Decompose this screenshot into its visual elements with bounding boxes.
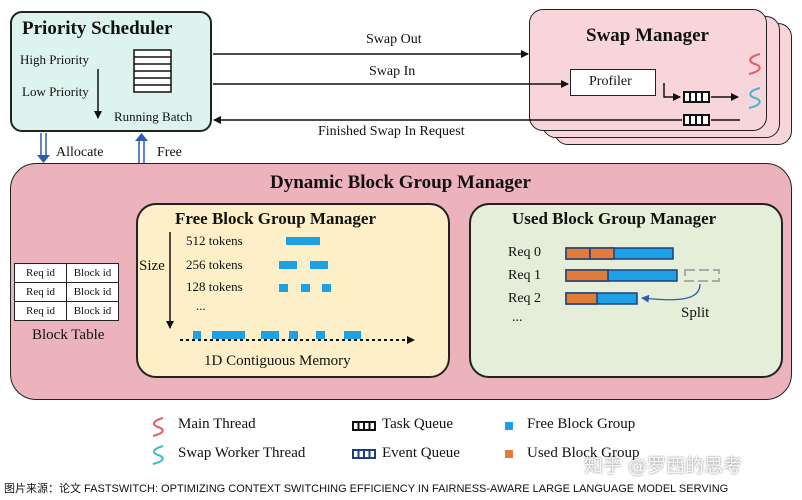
split-arrow	[641, 283, 701, 303]
free-block-128	[301, 284, 310, 292]
req-1-label: Req 1	[508, 268, 542, 283]
free-block-group-manager-box	[136, 203, 450, 378]
req-1-split-placeholder	[684, 269, 720, 282]
low-priority-label: Low Priority	[22, 84, 89, 99]
req-more-label: ...	[512, 310, 523, 325]
legend-free-block-swatch	[505, 422, 513, 430]
memory-free-blocks	[193, 331, 361, 339]
dbgm-title: Dynamic Block Group Manager	[270, 172, 531, 193]
finished-swap-in-label: Finished Swap In Request	[318, 124, 465, 139]
queue-icon	[683, 114, 710, 126]
used-block-group-manager-box	[469, 203, 783, 378]
free-arrow	[135, 133, 148, 163]
watermark: 知乎 @罗西的思考	[584, 455, 743, 477]
allocate-arrow	[37, 133, 50, 163]
contiguous-memory-label: 1D Contiguous Memory	[204, 353, 351, 369]
block-id-cell: Block id	[66, 301, 119, 321]
free-block-512	[286, 237, 320, 245]
req-0-blocks	[565, 247, 674, 260]
free-label: Free	[157, 145, 182, 160]
legend-main-thread-icon	[152, 417, 164, 437]
req-0-label: Req 0	[508, 245, 542, 260]
priority-scheduler-box	[10, 11, 212, 132]
source-caption: 图片来源：论文 FASTSWITCH: OPTIMIZING CONTEXT S…	[4, 483, 729, 495]
running-batch-icon	[133, 49, 172, 93]
block-table-label: Block Table	[32, 327, 105, 343]
swap-manager-title: Swap Manager	[586, 25, 709, 46]
swap-worker-thread-icon	[748, 87, 761, 109]
task-queue-icon	[683, 91, 710, 103]
size-256-label: 256 tokens	[186, 257, 243, 272]
legend-swap-thread-icon	[152, 445, 164, 465]
size-512-label: 512 tokens	[186, 233, 243, 248]
free-block-256	[310, 261, 328, 269]
free-block-128	[322, 284, 331, 292]
legend-event-queue-label: Event Queue	[382, 445, 460, 461]
legend-used-block-group-label: Used Block Group	[527, 445, 640, 461]
block-id-cell: Block id	[66, 263, 119, 283]
legend-task-queue-icon	[352, 421, 376, 431]
free-block-128	[279, 284, 288, 292]
free-block-256	[279, 261, 297, 269]
block-table-row: Req id Block id	[14, 301, 119, 321]
free-block-group-manager-title: Free Block Group Manager	[175, 209, 376, 228]
high-priority-label: High Priority	[20, 52, 89, 67]
size-more-label: ...	[196, 298, 206, 313]
used-block-group-manager-title: Used Block Group Manager	[512, 209, 717, 228]
size-128-label: 128 tokens	[186, 279, 243, 294]
allocate-label: Allocate	[56, 145, 104, 160]
legend-swap-worker-thread-label: Swap Worker Thread	[178, 445, 306, 461]
swap-out-label: Swap Out	[366, 32, 422, 47]
legend-main-thread-label: Main Thread	[178, 416, 256, 432]
profiler-label: Profiler	[589, 74, 632, 89]
block-table-row: Req id Block id	[14, 263, 119, 283]
size-label: Size	[139, 258, 165, 274]
block-table: Req id Block id Req id Block id Req id B…	[14, 263, 119, 321]
main-thread-icon	[748, 53, 761, 75]
legend-free-block-group-label: Free Block Group	[527, 416, 636, 432]
swap-in-label: Swap In	[369, 64, 416, 79]
priority-scheduler-title: Priority Scheduler	[22, 18, 173, 39]
profiler-to-queue-arrow	[663, 83, 681, 101]
req-2-blocks	[565, 292, 638, 305]
req-1-blocks	[565, 269, 678, 282]
legend-used-block-swatch	[505, 450, 513, 458]
req-2-label: Req 2	[508, 291, 542, 306]
block-table-row: Req id Block id	[14, 282, 119, 302]
legend-task-queue-label: Task Queue	[382, 416, 454, 432]
legend-event-queue-icon	[352, 449, 376, 459]
profiler-box	[570, 69, 656, 96]
running-batch-label: Running Batch	[114, 109, 193, 124]
split-label: Split	[681, 305, 710, 321]
